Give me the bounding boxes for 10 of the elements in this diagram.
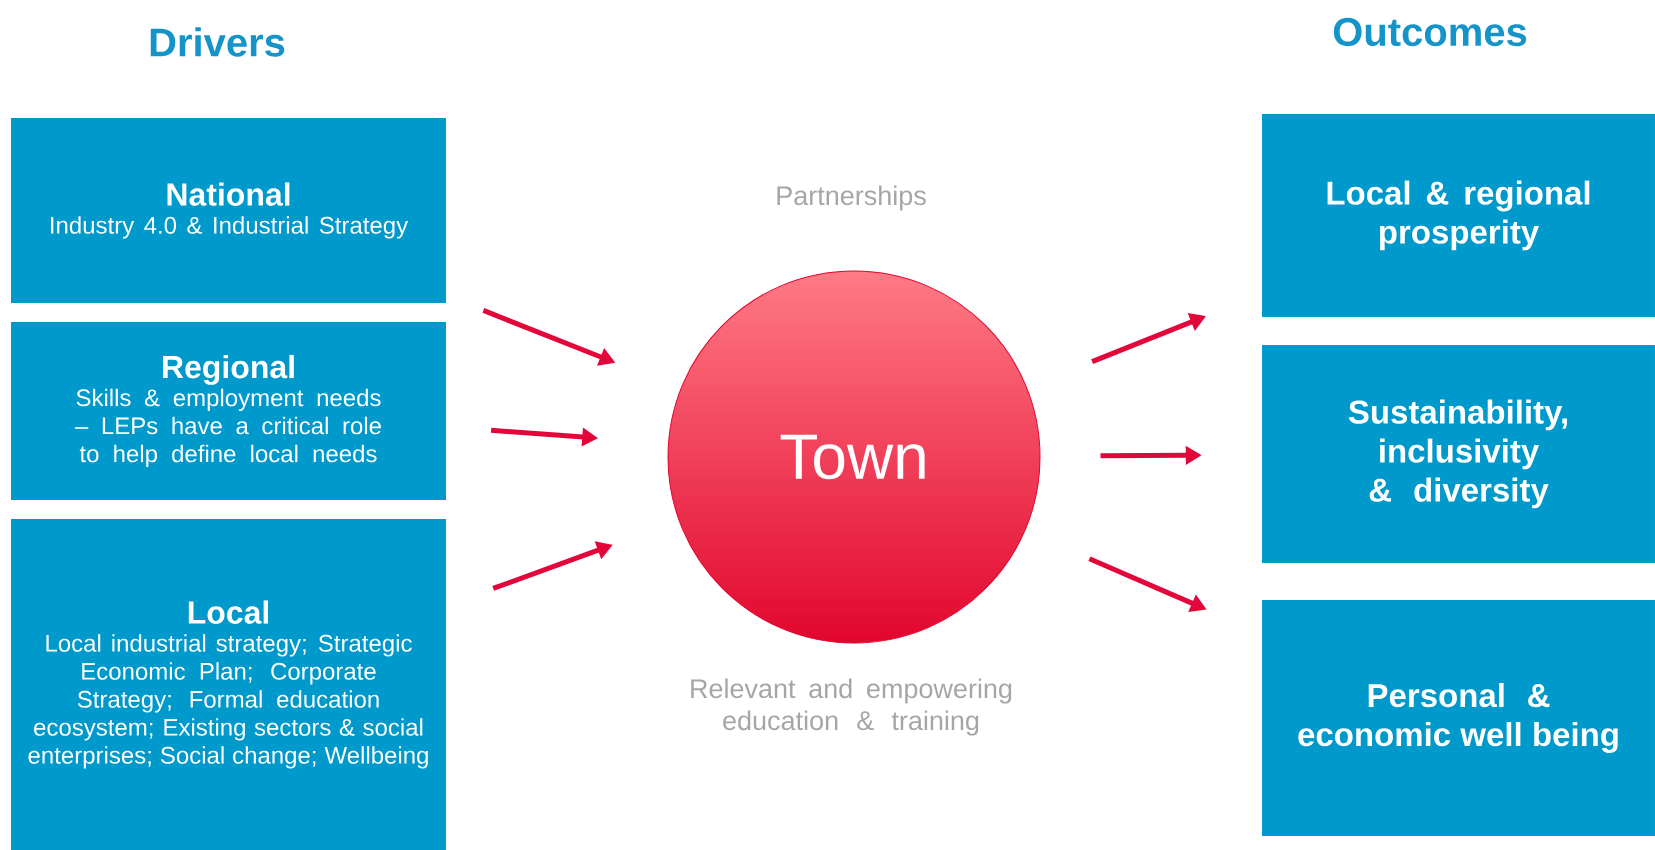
outcome-box: Sustainability, inclusivity & diversity <box>1262 345 1655 563</box>
caption-text: Relevant and empowering education & training <box>691 678 1012 736</box>
driver-box: Regional Skills & employment needs – LEPs have a critical role to help define local needs <box>11 322 446 500</box>
outcome-box: Personal & economic well being <box>1262 600 1655 836</box>
column-heading: Drivers <box>150 27 285 57</box>
caption-text: Partnerships <box>777 185 926 211</box>
driver-box: National Industry 4.0 & Industrial Strategy <box>11 118 446 303</box>
driver-box: Local Local industrial strategy; Strategic Economic Plan; Corporate Strategy; Formal education ecosystem; Existing sectors & social enterprises; Social change; Wellbeing <box>11 519 446 850</box>
column-heading: Outcomes <box>1333 17 1527 47</box>
outcome-box: Local & regional prosperity <box>1262 114 1655 317</box>
